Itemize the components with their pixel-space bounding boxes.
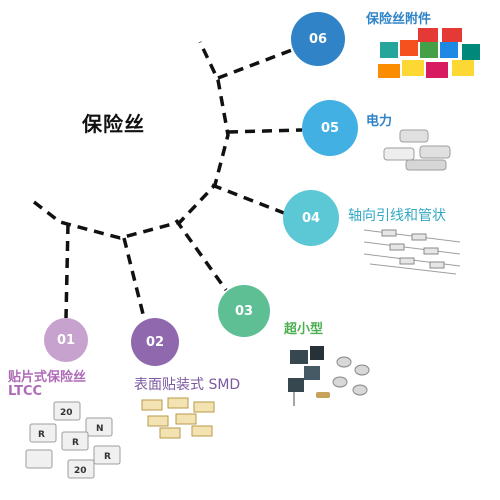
power-fuse-image xyxy=(376,126,468,174)
branch-node-05: 05 xyxy=(302,100,358,156)
branch-number: 02 xyxy=(145,334,165,350)
svg-text:20: 20 xyxy=(60,408,73,418)
branch-node-03: 03 xyxy=(218,285,270,337)
branch-node-02: 02 xyxy=(131,318,179,366)
branch-node-06: 06 xyxy=(291,12,345,66)
subminiature-fuse-image xyxy=(282,340,382,410)
svg-text:R: R xyxy=(104,452,111,462)
branch-label-05: 电力 xyxy=(366,114,393,129)
svg-text:R: R xyxy=(72,438,79,448)
branch-number: 03 xyxy=(234,303,254,319)
branch-label-01: 贴片式保险丝 xyxy=(8,370,87,385)
accessories-image xyxy=(372,26,488,84)
root-title: 保险丝 xyxy=(82,112,145,136)
smd-fuse-image xyxy=(136,394,226,442)
branch-label-01-sub: LTCC xyxy=(8,384,43,399)
branch-label-04: 轴向引线和管状 xyxy=(348,208,446,224)
branch-label-02: 表面贴装式 SMD xyxy=(134,377,241,393)
axial-fuse-image xyxy=(360,222,464,276)
branch-number: 06 xyxy=(308,31,328,47)
branch-label-03: 超小型 xyxy=(284,322,324,337)
branch-number: 05 xyxy=(320,120,340,136)
branch-label-06: 保险丝附件 xyxy=(366,12,432,27)
svg-text:N: N xyxy=(96,424,104,434)
svg-text:R: R xyxy=(38,430,45,440)
branch-number: 01 xyxy=(56,332,76,348)
branch-node-01: 01 xyxy=(44,318,88,362)
branch-node-04: 04 xyxy=(283,190,339,246)
branch-number: 04 xyxy=(301,210,321,226)
svg-text:20: 20 xyxy=(74,466,87,476)
